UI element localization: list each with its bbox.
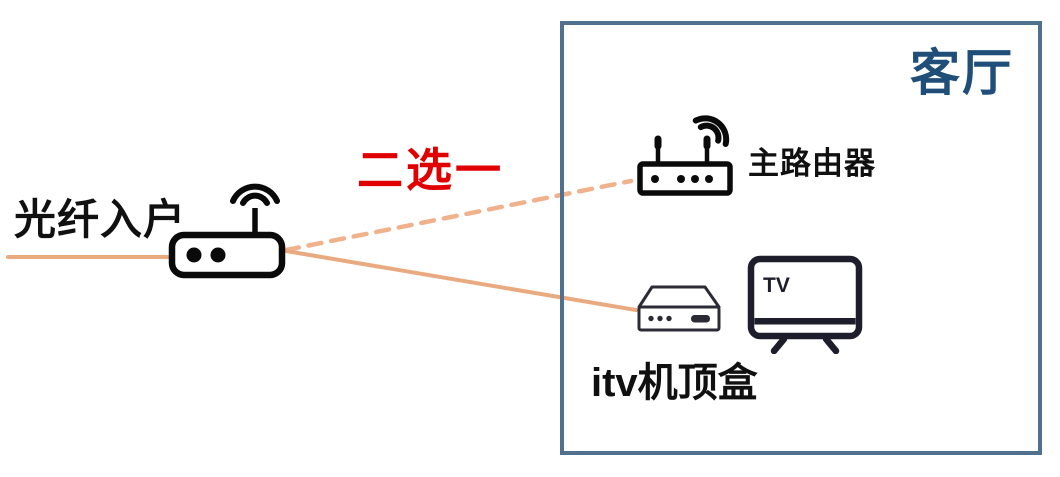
- cable-option-to-stb-line: [284, 249, 638, 312]
- choose-one-of-two-label: 二选一: [357, 144, 504, 196]
- cable-option-to-router-dashed-line: [283, 178, 634, 253]
- set-top-box-icon: [637, 285, 721, 332]
- main-router-icon: [637, 115, 733, 196]
- main-router-label: 主路由器: [748, 146, 876, 181]
- living-room-label: 客厅: [910, 45, 1014, 101]
- tv-logo-text: TV: [763, 274, 790, 297]
- fiber-entry-label: 光纤入户: [14, 196, 187, 243]
- itv-set-top-box-label: itv机顶盒: [591, 361, 758, 405]
- tv-icon: TV: [747, 255, 863, 354]
- living-room-box: 客厅: [560, 21, 1042, 455]
- optical-modem-icon: [168, 183, 286, 279]
